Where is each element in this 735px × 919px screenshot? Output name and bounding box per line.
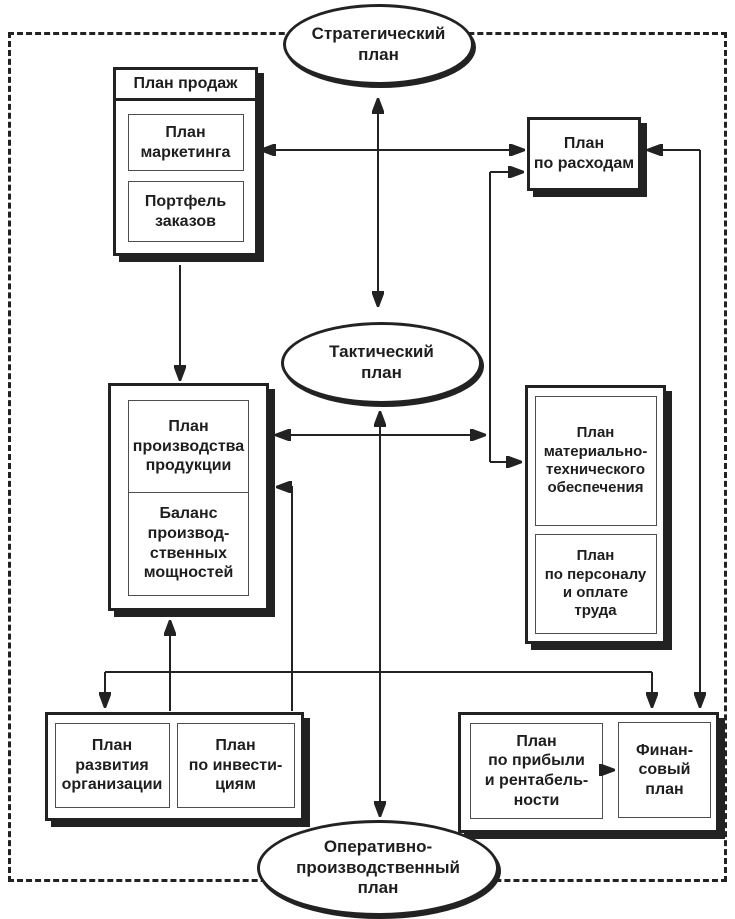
label-line: План [165, 123, 206, 141]
label-line: организации [61, 776, 163, 794]
node-expenses-plan: План по расходам [527, 117, 641, 191]
label-line: План [576, 424, 615, 442]
label-line: производства [132, 437, 245, 455]
label-line: мощностей [143, 564, 234, 582]
label-line: ности [513, 791, 560, 809]
label-line: план [358, 44, 399, 64]
label-line: производ- [147, 524, 230, 542]
label-line: производственный [296, 857, 460, 877]
label-line: обеспечения [547, 479, 644, 497]
node-production-plan: План производства продукции [128, 400, 249, 493]
node-tactical-plan: Тактический план [281, 322, 482, 404]
node-financial-plan: Финан- совый план [618, 722, 711, 818]
node-logistics-block: План материально- технического обеспечен… [525, 385, 666, 644]
label-line: План [516, 732, 557, 750]
label-line: циям [215, 776, 256, 794]
node-marketing-plan: План маркетинга [127, 114, 244, 171]
node-operational-plan: Оперативно- производственный план [257, 820, 499, 916]
label-line: совый [638, 761, 691, 779]
label-line: технического [546, 461, 645, 478]
label-line: труда [574, 602, 617, 620]
label-line: Тактический [329, 342, 434, 362]
sales-plan-title: План продаж [116, 70, 255, 101]
label-line: Баланс [159, 505, 218, 523]
label-line: План [168, 418, 209, 436]
label-line: и рентабель- [484, 772, 589, 789]
label-line: Стратегический [311, 23, 446, 43]
label-line: Финан- [635, 741, 694, 759]
sales-plan-body: План маркетинга Портфель заказов [116, 101, 255, 242]
label-line: План продаж [133, 75, 238, 93]
node-development-block: План развития организации План по инвест… [45, 712, 304, 821]
label-line: по персоналу [544, 565, 647, 583]
label-line: маркетинга [140, 143, 231, 161]
label-line: по инвести- [188, 756, 283, 774]
label-line: план [357, 878, 399, 898]
node-finance-block: План по прибыли и рентабель- ности Финан… [458, 712, 719, 833]
label-line: Оперативно- [323, 836, 433, 856]
node-production-block: План производства продукции Баланс произ… [108, 383, 269, 611]
connector-dev-capacity [277, 487, 293, 711]
label-line: план [645, 780, 684, 798]
label-line: заказов [155, 212, 216, 230]
node-development-plan: План развития организации [54, 723, 170, 808]
label-line: по расходам [533, 155, 635, 172]
label-line: План [91, 737, 133, 755]
node-order-portfolio: Портфель заказов [127, 181, 244, 242]
label-line: материально- [543, 442, 648, 460]
label-line: продукции [145, 457, 232, 475]
label-line: развития [75, 756, 149, 774]
label-line: Портфель [144, 192, 227, 210]
node-capacity-balance: Баланс производ- ственных мощностей [128, 491, 249, 596]
node-profit-plan: План по прибыли и рентабель- ности [470, 723, 603, 819]
node-strategic-plan: Стратегический план [283, 4, 474, 85]
label-line: План [576, 547, 615, 565]
node-personnel-plan: План по персоналу и оплате труда [534, 534, 657, 634]
label-line: План [215, 737, 256, 755]
label-line: и оплате [562, 584, 629, 601]
label-line: План [563, 135, 605, 153]
label-line: план [361, 363, 402, 382]
node-investment-plan: План по инвести- циям [176, 723, 295, 808]
label-line: ственных [149, 544, 228, 562]
node-sales-plan: План продаж План маркетинга Портфель зак… [113, 67, 258, 256]
node-logistics-plan: План материально- технического обеспечен… [534, 396, 657, 526]
label-line: по прибыли [488, 752, 585, 770]
